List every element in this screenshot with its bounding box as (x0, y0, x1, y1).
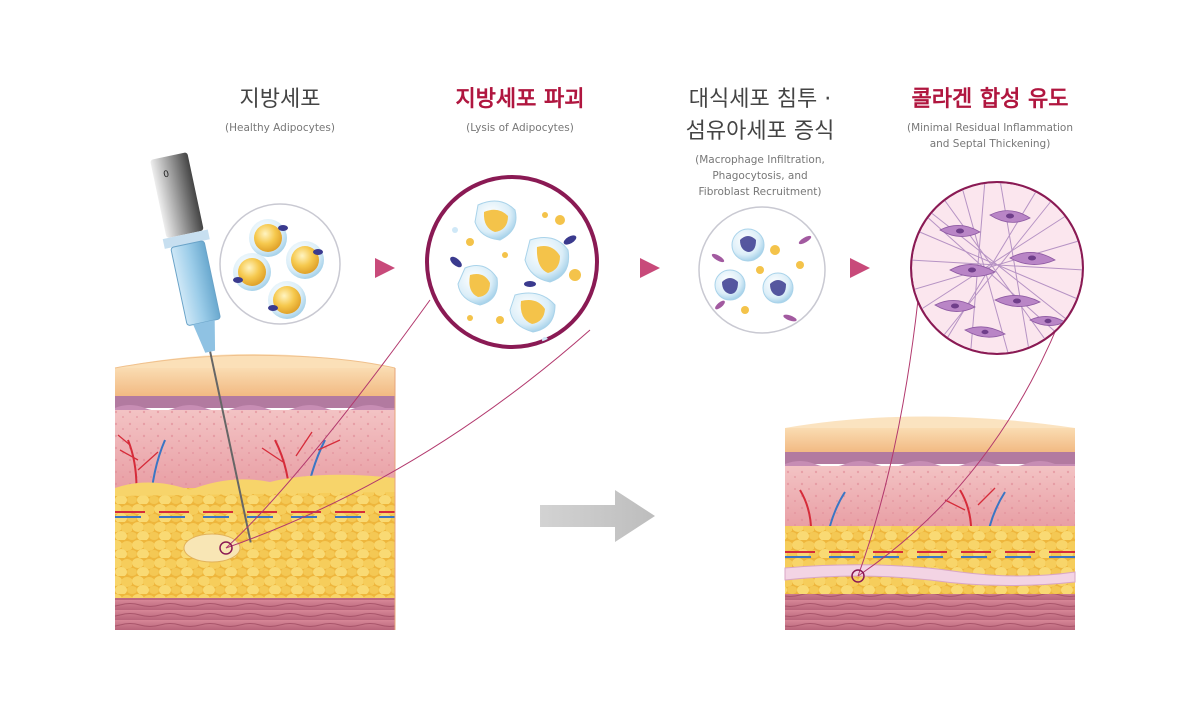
macrophage-infiltration-circle (698, 206, 826, 334)
step-4-subtitle-line1: (Minimal Residual Inflammation (906, 122, 1074, 134)
healthy-adipocytes-circle (219, 203, 341, 325)
step-3-subtitle-line1: (Macrophage Infiltration, (695, 154, 825, 166)
collagen-synthesis-circle (910, 181, 1084, 355)
zoom-point-left (219, 541, 233, 555)
zoom-lines (225, 299, 1069, 577)
skin-block-right (784, 416, 1076, 630)
arrow-right-icon (850, 258, 870, 278)
step-1-subtitle: (Healthy Adipocytes) (225, 122, 335, 134)
svg-text:0: 0 (162, 169, 170, 180)
step-2-title: 지방세포 파괴 (455, 87, 585, 112)
skin-block-left (114, 354, 396, 630)
lysis-adipocytes-circle (425, 175, 599, 349)
zoom-point-right (851, 569, 865, 583)
step-1-title: 지방세포 (239, 87, 321, 112)
step-3-subtitle-line2: Phagocytosis, and (712, 170, 808, 182)
step-3-subtitle-line3: Fibroblast Recruitment) (698, 186, 822, 198)
step-3-title-line1: 대식세포 침투 · (688, 87, 832, 112)
arrow-right-icon (375, 258, 395, 278)
step-4-title: 콜라겐 합성 유도 (911, 87, 1069, 112)
step-3-title-line2: 섬유아세포 증식 (685, 119, 835, 144)
process-arrow-icon (540, 490, 655, 542)
step-4-subtitle-line2: and Septal Thickening) (929, 138, 1051, 150)
arrow-right-icon (640, 258, 660, 278)
syringe-icon: 0 (150, 152, 252, 543)
step-2-subtitle: (Lysis of Adipocytes) (466, 122, 574, 134)
